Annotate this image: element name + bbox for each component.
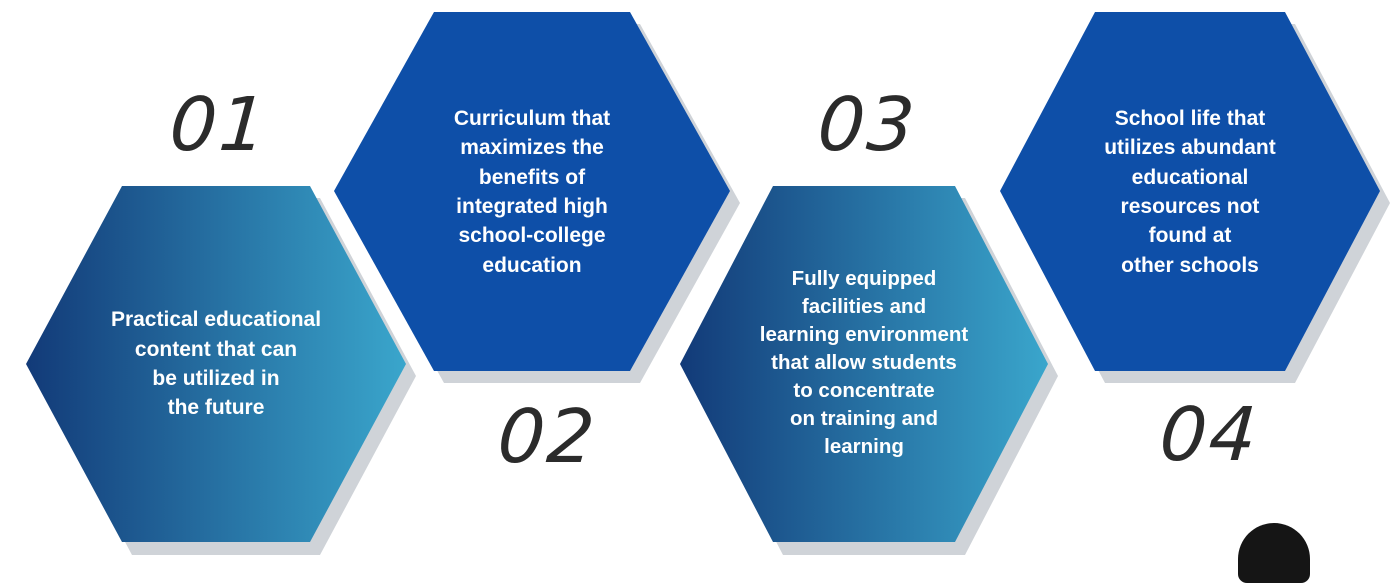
feature-diagram: 01 02 03 04 Practical educational conten… (26, 12, 1390, 583)
item-4-text: School life that utilizes abundant educa… (1104, 106, 1276, 277)
hexagon-4 (1000, 12, 1380, 371)
hexagon-3 (680, 186, 1048, 542)
hexagon-2 (334, 12, 730, 371)
hexagon-1 (26, 186, 406, 542)
item-4-number: 04 (1156, 392, 1262, 478)
item-1-number: 01 (166, 82, 272, 168)
item-2-number: 02 (494, 394, 600, 480)
hexagon-layer (26, 12, 1390, 555)
item-3-text: Fully equipped facilities and learning e… (759, 267, 969, 458)
item-2-text: Curriculum that maximizes the benefits o… (453, 106, 611, 277)
item-3-number: 03 (814, 82, 920, 168)
item-1-text: Practical educational content that can b… (110, 308, 322, 420)
